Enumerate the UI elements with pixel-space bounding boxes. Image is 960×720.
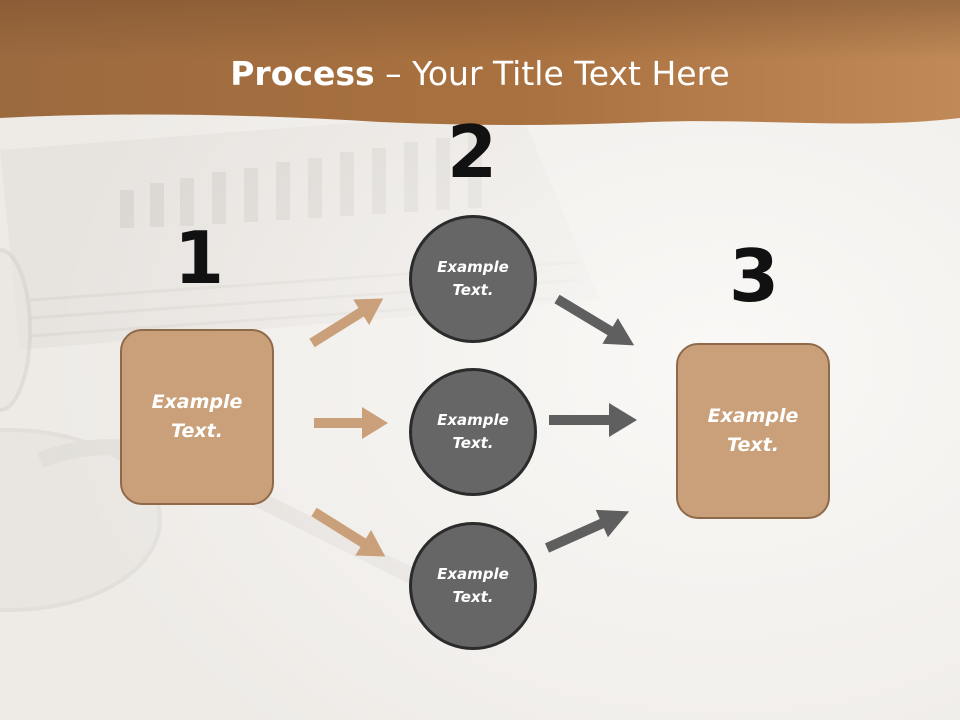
step-2-circle-top: Example Text. [409, 215, 537, 343]
slide-title: Process – Your Title Text Here [0, 52, 960, 96]
step-2-circle-bottom: Example Text. [409, 522, 537, 650]
title-rest: – Your Title Text Here [374, 54, 730, 93]
arrow-1-to-top [309, 298, 384, 348]
arrow-middle-to-3 [549, 403, 637, 437]
step-1-number: 1 [173, 216, 225, 300]
step-1-label: Example Text. [151, 391, 243, 442]
step-3-box: Example Text. [676, 343, 830, 519]
circle-middle-label: Example Text. [437, 411, 509, 452]
step-2-number: 2 [446, 110, 498, 194]
circle-bottom-label: Example Text. [437, 565, 509, 606]
arrow-top-to-3 [554, 294, 635, 346]
circle-top-label: Example Text. [437, 258, 509, 299]
step-3-label: Example Text. [707, 405, 799, 456]
arrow-bottom-to-3 [544, 509, 630, 553]
arrow-1-to-bottom [311, 507, 386, 557]
arrow-1-to-middle [314, 407, 388, 439]
step-2-circle-middle: Example Text. [409, 368, 537, 496]
title-bold: Process [230, 54, 375, 93]
step-3-number: 3 [728, 234, 780, 318]
step-1-box: Example Text. [120, 329, 274, 505]
